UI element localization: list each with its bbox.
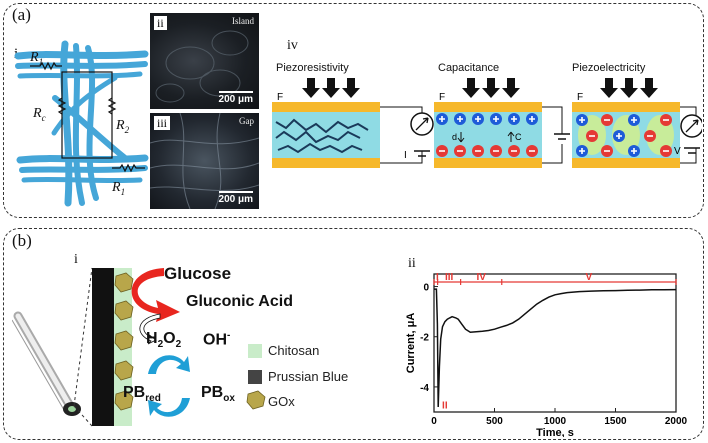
x-tick-label: 1000 xyxy=(544,416,567,427)
pb-red-label: PBred xyxy=(123,384,161,405)
capacitance-force-label: F xyxy=(439,92,445,103)
chart-axes: 0 500 1000 1500 2000 0 -2 -4 xyxy=(420,273,688,427)
panel-a xyxy=(3,3,704,218)
y-tick-label: 0 xyxy=(423,283,429,294)
capacitance-c-label: C xyxy=(515,132,522,142)
plus-sign xyxy=(631,117,637,123)
capacitance-d-label: d xyxy=(452,132,457,142)
annotation-label: II xyxy=(442,400,448,411)
panel-b xyxy=(3,228,704,440)
plus-sign xyxy=(631,148,637,154)
y-tick-label: -4 xyxy=(420,383,429,394)
panel-a-sub-iv: iv xyxy=(287,38,298,53)
resistor-rc: Rc xyxy=(33,106,46,123)
plus-sign xyxy=(579,117,585,123)
resistor-r1-top: R1 xyxy=(30,50,44,67)
prussian-blue-electrode-layer xyxy=(92,268,114,426)
mechanism-diagrams: F I F d C F V xyxy=(272,78,702,168)
micrograph-iii-title: Gap xyxy=(239,116,254,126)
chart-y-label: Current, μA xyxy=(405,313,417,374)
x-tick-label: 1500 xyxy=(604,416,627,427)
gap-texture xyxy=(150,113,259,209)
piezoelectricity-meter-label: V xyxy=(674,146,681,157)
region-label: I xyxy=(436,272,439,283)
legend-prussian-blue-swatch xyxy=(248,370,262,384)
micrograph-ii-scalebar: 200 μm xyxy=(218,91,253,105)
chart-x-label: Time, s xyxy=(536,427,574,437)
gluconic-acid-label: Gluconic Acid xyxy=(186,293,293,310)
h2o2-small-arrow xyxy=(139,313,161,345)
piezoelectric-charges xyxy=(576,114,672,157)
plus-sign xyxy=(439,116,445,122)
piezoresistivity-sensor xyxy=(272,78,434,168)
panel-b-sub-ii: ii xyxy=(408,256,416,271)
plus-sign xyxy=(616,133,622,139)
micrograph-ii-tag: ii xyxy=(154,16,167,30)
h2o2-label: H2O2 xyxy=(146,330,182,351)
x-tick-label: 500 xyxy=(486,416,503,427)
capacitance-sensor xyxy=(434,78,570,168)
capacitance-positive-charges xyxy=(436,113,538,125)
legend-gox-swatch xyxy=(246,390,266,410)
legend-prussian-blue-label: Prussian Blue xyxy=(268,369,349,384)
micrograph-ii-title: Island xyxy=(232,16,254,26)
micrograph-iii-scalebar: 200 μm xyxy=(218,191,253,205)
legend-chitosan-swatch xyxy=(248,344,262,358)
piezoelectricity-force-label: F xyxy=(577,92,583,103)
capacitance-c-arrow xyxy=(507,131,515,142)
micrograph-iii-tag: iii xyxy=(154,116,171,130)
fiber-resistor-network xyxy=(14,40,149,207)
legend-chitosan-label: Chitosan xyxy=(268,343,320,358)
y-tick-label: -2 xyxy=(420,333,429,344)
panel-a-label: (a) xyxy=(12,5,31,24)
x-tick-label: 0 xyxy=(431,416,437,427)
plus-sign xyxy=(529,116,535,122)
chart-series xyxy=(434,288,677,408)
region-label: IV xyxy=(476,272,486,283)
pb-ox-label: PBox xyxy=(201,384,235,405)
current-series-line xyxy=(434,288,677,408)
resistor-r2: R2 xyxy=(116,118,130,135)
mechanism-title-piezoelectricity: Piezoelectricity xyxy=(572,62,646,74)
needle-electrode xyxy=(12,311,81,416)
plus-sign xyxy=(511,116,517,122)
glucose-sensor-schematic xyxy=(12,267,266,427)
plus-sign xyxy=(457,116,463,122)
capacitance-d-arrow xyxy=(457,132,465,143)
piezoresistivity-meter-label: I xyxy=(404,150,407,161)
glucose-conversion-arrow xyxy=(131,268,180,322)
gox-particles xyxy=(114,272,134,411)
pb-cycle-arrow-bottom xyxy=(148,398,190,417)
micrograph-gap: iii Gap 200 μm xyxy=(150,113,259,209)
mechanism-title-piezoresistivity: Piezoresistivity xyxy=(276,62,349,74)
region-label: V xyxy=(586,272,593,283)
panel-b-sub-i: i xyxy=(74,252,78,267)
pb-cycle-arrow-top xyxy=(148,355,190,374)
micrograph-island: ii Island 200 μm xyxy=(150,13,259,109)
panel-b-label: (b) xyxy=(12,231,32,250)
piezoresistivity-force-label: F xyxy=(277,92,283,103)
capacitance-negative-charges xyxy=(436,145,538,157)
resistor-r1-bottom: R1 xyxy=(112,180,126,197)
legend-gox-label: GOx xyxy=(268,394,295,409)
plus-sign xyxy=(493,116,499,122)
plus-sign xyxy=(579,148,585,154)
region-label: III xyxy=(445,272,454,283)
plus-sign xyxy=(475,116,481,122)
mechanism-title-capacitance: Capacitance xyxy=(438,62,500,74)
x-tick-label: 2000 xyxy=(665,416,688,427)
island-texture xyxy=(155,30,249,103)
hydroxide-label: OH- xyxy=(203,330,231,349)
glucose-label: Glucose xyxy=(164,264,232,283)
